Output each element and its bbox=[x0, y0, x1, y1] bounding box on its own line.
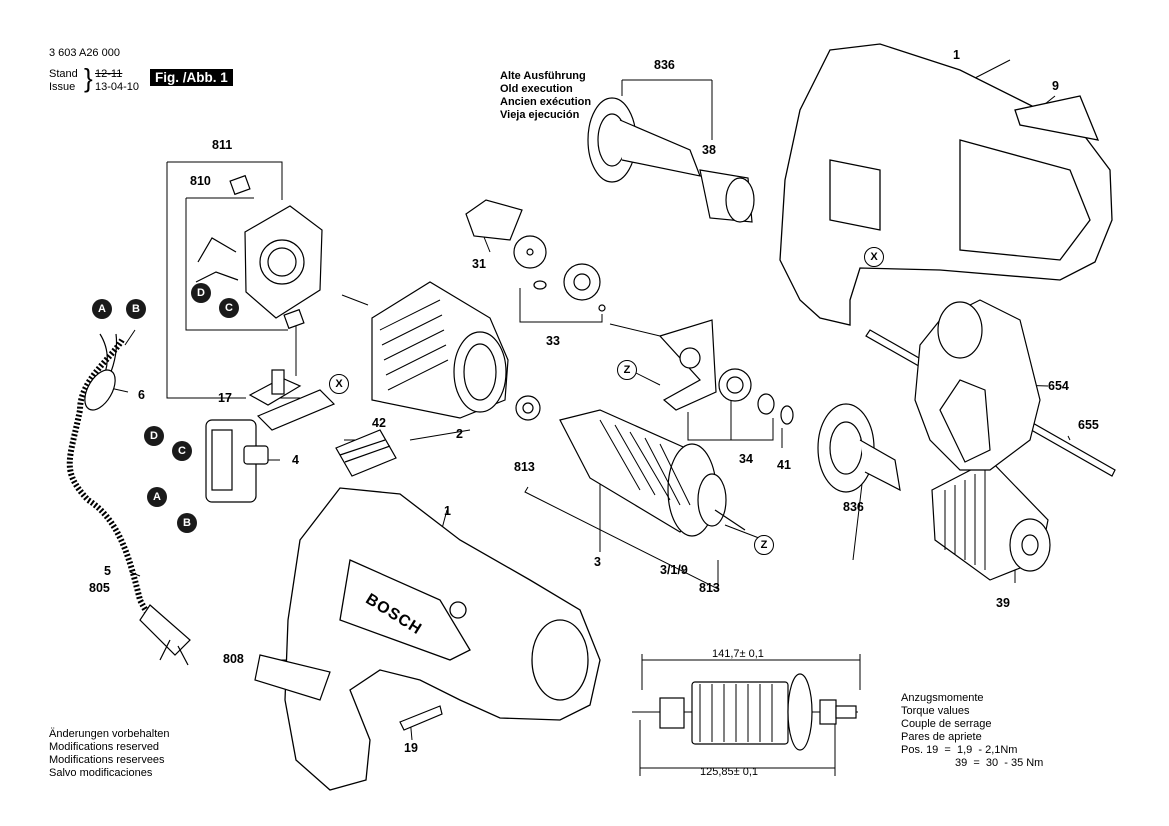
marker-b-switch: B bbox=[177, 513, 197, 533]
footer-de: Änderungen vorbehalten bbox=[49, 728, 170, 740]
dimension-top: 141,7± 0,1 bbox=[712, 648, 764, 660]
old-version-de: Alte Ausführung bbox=[500, 70, 586, 82]
old-version-en: Old execution bbox=[500, 83, 573, 95]
part-label-810: 810 bbox=[190, 174, 211, 188]
part-label-811: 811 bbox=[212, 138, 233, 152]
marker-b-cord: B bbox=[126, 299, 146, 319]
part-label-3-1-9: 3/1/9 bbox=[660, 563, 688, 577]
issue-value: 13-04-10 bbox=[95, 81, 140, 93]
dimension-bottom: 125,85± 0,1 bbox=[700, 766, 759, 778]
torque-title-fr: Couple de serrage bbox=[901, 718, 992, 730]
issue-label: Issue bbox=[49, 81, 76, 93]
part-label-33: 33 bbox=[546, 334, 560, 348]
brace: } bbox=[84, 63, 93, 93]
part-label-42: 42 bbox=[372, 416, 386, 430]
marker-z-armature: Z bbox=[754, 535, 774, 555]
marker-c-brush: C bbox=[219, 298, 239, 318]
torque-title-en: Torque values bbox=[901, 705, 970, 717]
torque-row-39: 39 = 30 - 35 Nm bbox=[955, 757, 1044, 769]
footer-en: Modifications reserved bbox=[49, 741, 160, 753]
old-version-es: Vieja ejecución bbox=[500, 109, 580, 121]
part-number: 3 603 A26 000 bbox=[49, 47, 120, 59]
marker-x-housing: X bbox=[864, 247, 884, 267]
part-label-31: 31 bbox=[472, 257, 486, 271]
marker-d-brush: D bbox=[191, 283, 211, 303]
part-label-813-left: 813 bbox=[514, 460, 535, 474]
stand-label: Stand bbox=[49, 68, 78, 80]
marker-x-switch: X bbox=[329, 374, 349, 394]
stand-value: 12-11 bbox=[95, 68, 123, 80]
part-label-1-bottom: 1 bbox=[444, 504, 451, 518]
marker-c-switch: C bbox=[172, 441, 192, 461]
part-label-19: 19 bbox=[404, 741, 418, 755]
part-label-39: 39 bbox=[996, 596, 1010, 610]
part-label-654: 654 bbox=[1048, 379, 1069, 393]
part-label-805: 805 bbox=[89, 581, 110, 595]
footer-es: Salvo modificaciones bbox=[49, 767, 153, 779]
footer-fr: Modifications reservees bbox=[49, 754, 165, 766]
marker-d-switch: D bbox=[144, 426, 164, 446]
old-version-fr: Ancien exécution bbox=[500, 96, 592, 108]
part-label-9: 9 bbox=[1052, 79, 1059, 93]
figure-label: Fig. /Abb. 1 bbox=[150, 69, 233, 86]
part-label-3: 3 bbox=[594, 555, 601, 569]
part-label-813-right: 813 bbox=[699, 581, 720, 595]
part-label-6: 6 bbox=[138, 388, 145, 402]
torque-title-es: Pares de apriete bbox=[901, 731, 982, 743]
part-label-808: 808 bbox=[223, 652, 244, 666]
part-label-1-top: 1 bbox=[953, 48, 960, 62]
torque-title-de: Anzugsmomente bbox=[901, 692, 984, 704]
marker-a-cord: A bbox=[92, 299, 112, 319]
part-label-2: 2 bbox=[456, 427, 463, 441]
part-label-41: 41 bbox=[777, 458, 791, 472]
part-label-655: 655 bbox=[1078, 418, 1099, 432]
part-label-17: 17 bbox=[218, 391, 232, 405]
marker-a-switch: A bbox=[147, 487, 167, 507]
marker-z-plate: Z bbox=[617, 360, 637, 380]
part-label-4: 4 bbox=[292, 453, 299, 467]
part-label-5: 5 bbox=[104, 564, 111, 578]
part-label-34: 34 bbox=[739, 452, 753, 466]
torque-row-19: Pos. 19 = 1,9 - 2,1Nm bbox=[901, 744, 1018, 756]
part-label-836-bottom: 836 bbox=[843, 500, 864, 514]
part-label-836-top: 836 bbox=[654, 58, 675, 72]
part-label-38: 38 bbox=[702, 143, 716, 157]
